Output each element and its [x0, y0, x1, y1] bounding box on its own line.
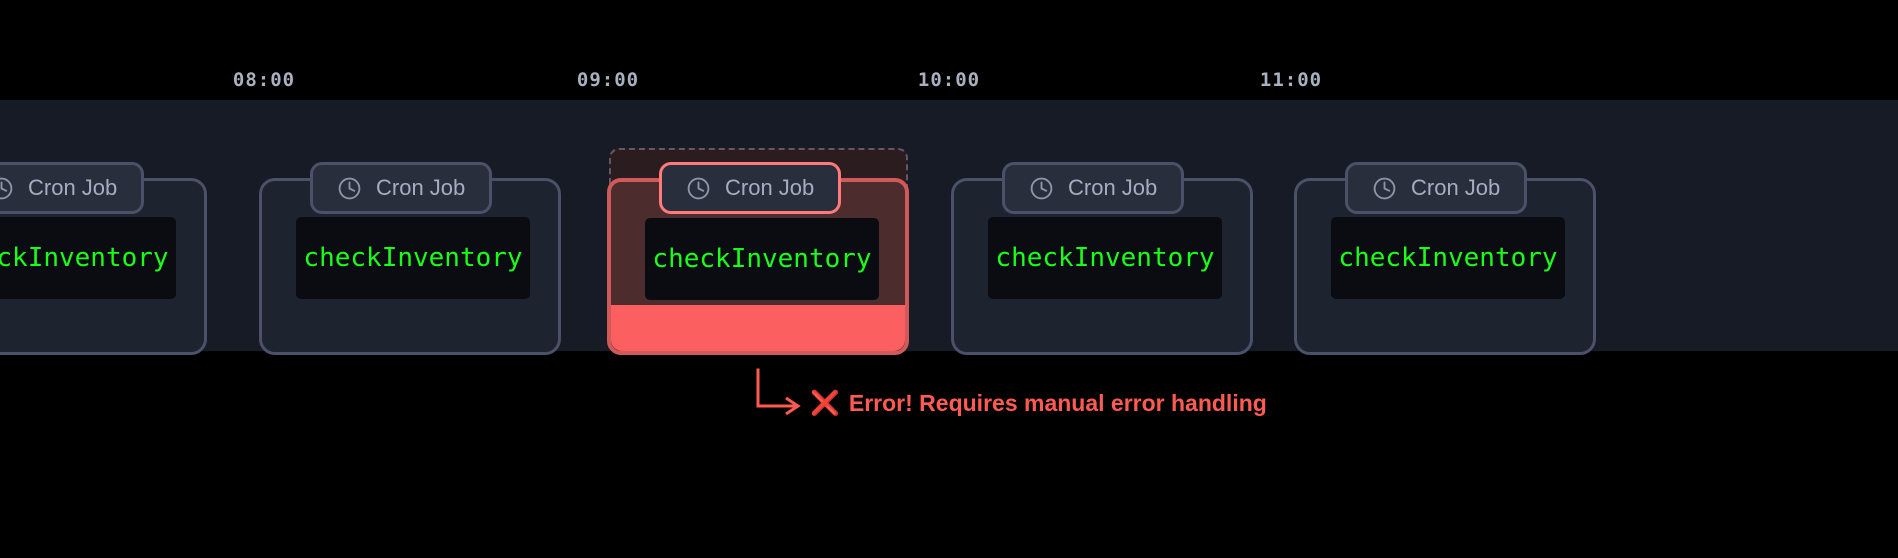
- clock-icon: [1030, 177, 1053, 199]
- cron-job-badge[interactable]: Cron Job: [659, 162, 842, 214]
- clock-icon: [1373, 177, 1396, 199]
- cron-job-badge-label: Cron Job: [1411, 175, 1501, 200]
- cron-job-badge-label: Cron Job: [28, 175, 118, 200]
- time-tick-label: 10:00: [917, 69, 981, 91]
- annotation-arrow-icon: [756, 368, 801, 416]
- cron-job-card-error[interactable]: checkInventory: [607, 178, 909, 355]
- cron-job-card[interactable]: checkInventory: [951, 178, 1253, 355]
- error-message-label: Error! Requires manual error handling: [848, 390, 1267, 416]
- cron-job-badge[interactable]: Cron Job: [310, 162, 493, 214]
- time-tick-label: 09:00: [576, 69, 640, 91]
- function-name-label: checkInventory: [0, 243, 169, 273]
- error-annotation: ❌ Error! Requires manual error handling: [746, 368, 1306, 438]
- cron-job-badge[interactable]: Cron Job: [0, 162, 145, 214]
- clock-icon: [0, 177, 13, 199]
- function-name-label: checkInventory: [995, 243, 1215, 273]
- function-code-box: checkInventory: [645, 218, 879, 300]
- error-status-bar: [611, 305, 905, 351]
- error-message-group: ❌ Error! Requires manual error handling: [810, 390, 1267, 417]
- cron-job-badge-label: Cron Job: [1068, 175, 1158, 200]
- cron-job-badge[interactable]: Cron Job: [1345, 162, 1528, 214]
- time-tick-label: 11:00: [1259, 69, 1323, 91]
- function-name-label: checkInventory: [1338, 243, 1558, 273]
- function-name-label: checkInventory: [303, 243, 523, 273]
- error-cross-icon: ❌: [810, 389, 840, 417]
- cron-job-badge-label: Cron Job: [376, 175, 466, 200]
- function-name-label: checkInventory: [652, 244, 872, 274]
- clock-icon: [687, 177, 710, 199]
- cron-job-badge-label: Cron Job: [725, 175, 815, 200]
- cron-job-badge[interactable]: Cron Job: [1002, 162, 1185, 214]
- time-ruler: [0, 0, 1898, 100]
- function-code-box: checkInventory: [1331, 217, 1565, 299]
- function-code-box: checkInventory: [296, 217, 530, 299]
- clock-icon: [338, 177, 361, 199]
- time-tick-label: 08:00: [232, 69, 296, 91]
- function-code-box: checkInventory: [0, 217, 176, 299]
- function-code-box: checkInventory: [988, 217, 1222, 299]
